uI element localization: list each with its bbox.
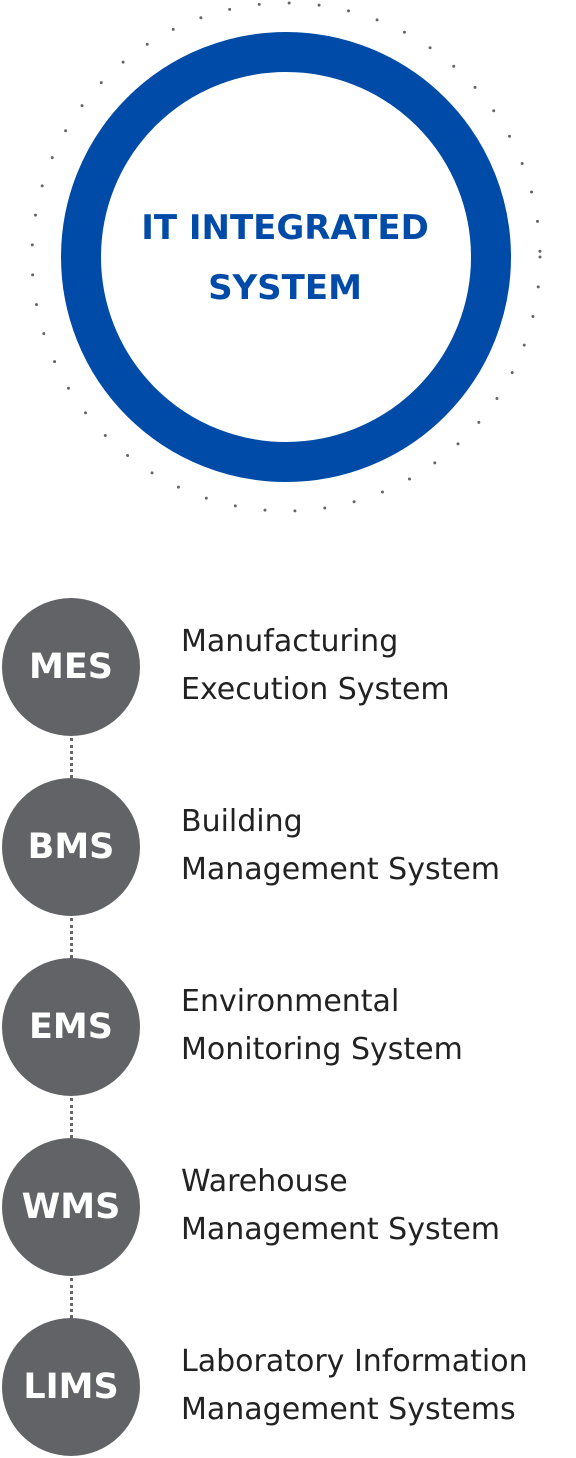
system-desc-wms: Warehouse Management System [181,1158,576,1254]
connector-2 [70,918,73,958]
system-node-bms: BMS [2,778,140,916]
system-node-lims: LIMS [2,1318,140,1456]
system-desc-line: Manufacturing [181,624,399,659]
system-desc-line: Environmental [181,984,400,1019]
hub-ring [61,32,511,482]
system-desc-line: Execution System [181,672,450,707]
system-desc-bms: Building Management System [181,798,576,894]
hub-dotted-ring [30,1,542,513]
system-desc-line: Management System [181,852,501,887]
hub-rings [30,1,542,513]
system-desc-line: Management System [181,1212,501,1247]
connector-4 [70,1278,73,1318]
system-desc-ems: Environmental Monitoring System [181,978,576,1074]
connector-3 [70,1098,73,1138]
hub-title-line-1: IT INTEGRATED [141,208,429,248]
system-node-mes: MES [2,598,140,736]
hub-graphic: IT INTEGRATED SYSTEM [0,0,576,520]
system-desc-lims: Laboratory Information Management System… [181,1338,576,1434]
system-desc-mes: Manufacturing Execution System [181,618,576,714]
system-desc-line: Laboratory Information [181,1344,528,1379]
connector-1 [70,738,73,778]
system-node-ems: EMS [2,958,140,1096]
system-node-wms: WMS [2,1138,140,1276]
system-desc-line: Management Systems [181,1392,516,1427]
system-desc-line: Building [181,804,303,839]
system-desc-line: Monitoring System [181,1032,463,1067]
system-desc-line: Warehouse [181,1164,348,1199]
hub-title-line-2: SYSTEM [208,268,362,308]
